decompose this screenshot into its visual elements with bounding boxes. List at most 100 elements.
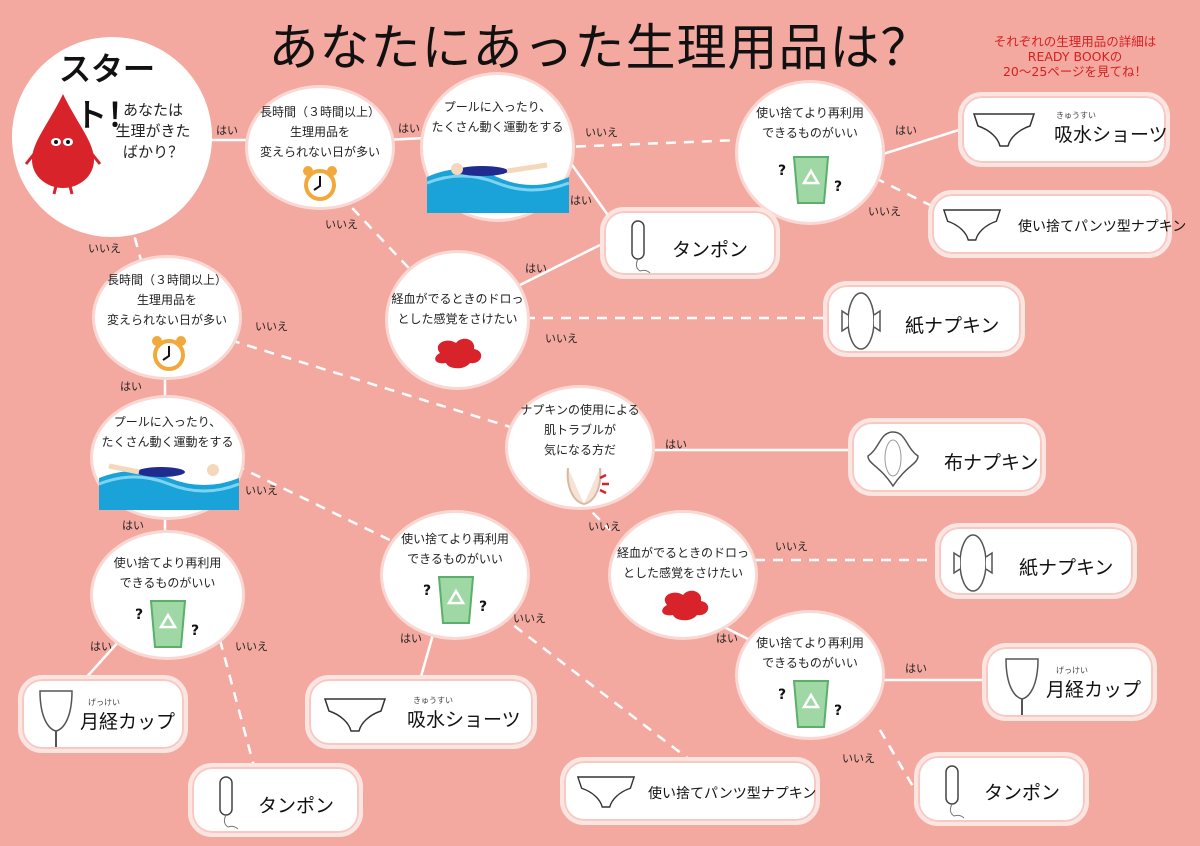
shorts-icon	[576, 776, 636, 808]
answer-no: いいえ	[585, 126, 618, 139]
result-paper-pad-mid: 紙ナプキン	[935, 523, 1137, 599]
question-line: 長時間（３時間以上）	[259, 105, 380, 119]
question-line: 使い捨てより再利用	[756, 106, 864, 120]
pad-icon	[953, 534, 993, 592]
alarm-clock-icon	[152, 336, 186, 371]
question-sticky-top: 経血がでるときのドロっ とした感覚をさけたい	[385, 250, 530, 390]
result-tampon-left: タンポン	[188, 763, 363, 837]
answer-no: いいえ	[325, 218, 358, 231]
question-long-hours-top: 長時間（３時間以上） 生理用品を 変えられない日が多い	[245, 85, 395, 210]
question-line: 変えられない日が多い	[259, 145, 380, 159]
question-line: 長時間（３時間以上）	[106, 273, 227, 287]
shorts-icon	[942, 209, 1002, 241]
swimmer-icon	[98, 463, 240, 510]
question-line: できるものがいい	[119, 576, 216, 590]
answer-no: いいえ	[868, 205, 901, 218]
question-line: 生理がきた	[115, 122, 191, 140]
result-label: 紙ナプキン	[1019, 557, 1114, 579]
question-line: 生理用品を	[136, 293, 197, 307]
result-label: 月経カップ	[80, 711, 176, 733]
question-line: ナプキンの使用による	[520, 403, 640, 417]
note-line: それぞれの生理用品の詳細は	[993, 34, 1157, 49]
readybook-note: それぞれの生理用品の詳細は READY BOOKの 20〜25ページを見てね！	[960, 34, 1190, 79]
question-reuse-right: 使い捨てより再利用 できるものがいい ? ?	[735, 610, 885, 740]
recycle-bin-icon: ? ?	[423, 576, 487, 624]
swimmer-icon	[426, 162, 570, 213]
result-label: 吸水ショーツ	[1054, 124, 1168, 146]
svg-text:?: ?	[479, 599, 487, 615]
page-title: あなたにあった生理用品は？	[268, 19, 932, 77]
result-label: タンポン	[672, 239, 749, 261]
answer-no: いいえ	[255, 320, 288, 333]
shorts-icon	[323, 698, 387, 732]
result-absorbent-shorts-bottom: きゅうすい 吸水ショーツ	[305, 675, 537, 749]
answer-no: いいえ	[842, 752, 875, 765]
answer-yes: はい	[120, 380, 142, 393]
recycle-bin-icon: ? ?	[135, 600, 199, 648]
start-label: スタート！	[58, 50, 155, 134]
answer-yes: はい	[895, 124, 917, 137]
question-line: 肌トラブルが	[543, 423, 616, 437]
recycle-bin-icon: ? ?	[778, 156, 842, 204]
question-line: あなたは	[122, 101, 183, 119]
answer-yes: はい	[525, 262, 547, 275]
blood-splat-icon	[435, 338, 482, 369]
svg-text:?: ?	[778, 163, 786, 179]
question-line: プールに入ったり、	[113, 415, 222, 429]
question-pool-top: プールに入ったり、 たくさん動く運動をする	[420, 72, 575, 222]
furigana: げっけい	[1056, 666, 1088, 675]
answer-yes: はい	[90, 640, 112, 653]
question-line: たくさん動く運動をする	[431, 120, 564, 134]
menstrual-cup-icon	[1005, 658, 1039, 715]
answer-no: いいえ	[235, 640, 268, 653]
result-label: 布ナプキン	[944, 452, 1039, 474]
question-line: プールに入ったり、	[443, 100, 552, 114]
question-line: 経血がでるときのドロっ	[391, 292, 524, 306]
skin-irritation-icon	[566, 467, 609, 505]
answer-no: いいえ	[545, 332, 578, 345]
question-reuse-mid: 使い捨てより再利用 できるものがいい ? ?	[380, 510, 530, 640]
question-pool-left: プールに入ったり、 たくさん動く運動をする	[90, 395, 245, 520]
question-line: 使い捨てより再利用	[401, 532, 509, 546]
result-cloth-pad: 布ナプキン	[848, 418, 1046, 496]
answer-yes: はい	[905, 662, 927, 675]
question-line: 気になる方だ	[543, 443, 616, 457]
furigana: きゅうすい	[413, 696, 453, 705]
blood-drop-icon	[24, 94, 102, 195]
menstrual-cup-icon	[39, 690, 73, 747]
furigana: きゅうすい	[1056, 111, 1096, 120]
note-line: READY BOOKの	[1027, 49, 1123, 64]
result-tampon-mid: タンポン	[600, 207, 780, 279]
furigana: げっけい	[88, 698, 120, 707]
shorts-icon	[972, 113, 1036, 147]
result-menstrual-cup-right: げっけい 月経カップ	[982, 643, 1157, 721]
question-line: できるものがいい	[762, 656, 858, 670]
answer-yes: はい	[570, 194, 592, 207]
result-paper-pad-top: 紙ナプキン	[823, 281, 1025, 357]
tampon-icon	[945, 765, 965, 819]
question-sticky-right: 経血がでるときのドロっ とした感覚をさけたい	[608, 510, 758, 640]
answer-yes: はい	[400, 632, 422, 645]
answer-yes: はい	[398, 122, 420, 135]
svg-text:?: ?	[834, 179, 842, 195]
recycle-bin-icon: ? ?	[778, 680, 842, 728]
result-label: タンポン	[258, 795, 335, 817]
result-disposable-pant-pad-bottom: 使い捨てパンツ型ナプキン	[560, 757, 820, 825]
answer-no: いいえ	[513, 612, 546, 625]
result-label: 使い捨てパンツ型ナプキン	[648, 786, 817, 802]
note-line: 20〜25ページを見てね！	[1002, 64, 1148, 79]
result-disposable-pant-pad-top: 使い捨てパンツ型ナプキン	[928, 190, 1186, 258]
answer-no: いいえ	[88, 242, 121, 255]
tampon-icon	[219, 776, 239, 830]
question-line: 使い捨てより再利用	[756, 636, 864, 650]
answer-yes: はい	[716, 632, 738, 645]
result-label: 吸水ショーツ	[407, 709, 521, 731]
question-line: たくさん動く運動をする	[101, 435, 234, 449]
question-line: ばかり？	[122, 143, 184, 161]
svg-text:?: ?	[423, 583, 431, 599]
result-label: 使い捨てパンツ型ナプキン	[1018, 219, 1187, 235]
blood-splat-icon	[662, 590, 709, 621]
question-line: できるものがいい	[762, 126, 858, 140]
question-skin-trouble: ナプキンの使用による 肌トラブルが 気になる方だ	[505, 385, 655, 510]
pad-icon	[841, 292, 881, 350]
